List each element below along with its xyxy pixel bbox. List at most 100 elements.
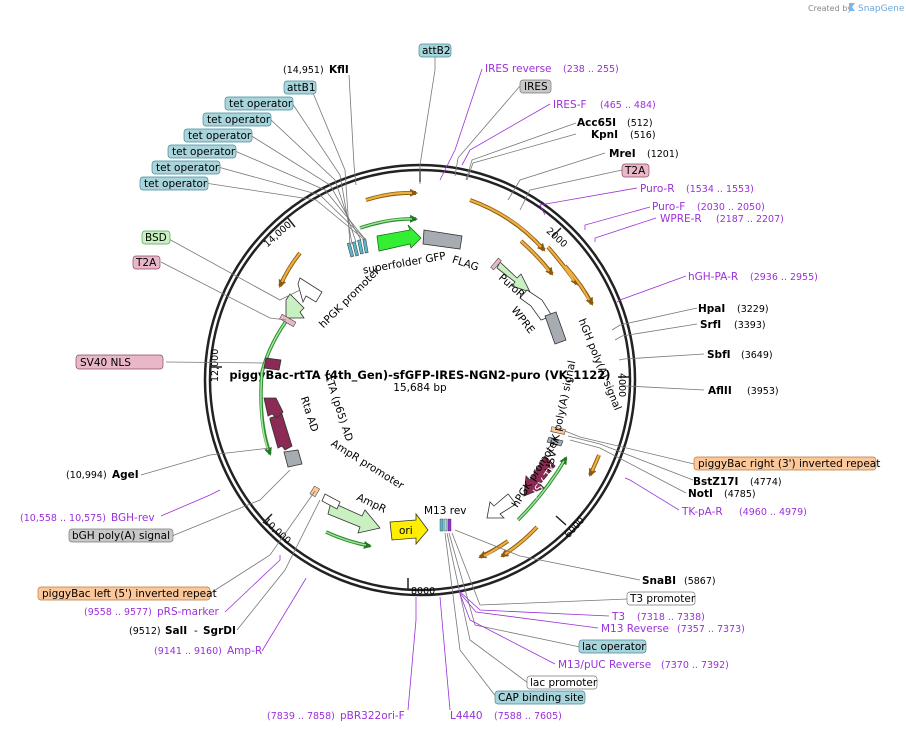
label-pbr322ori-f[interactable]: (7839 .. 7858) pBR322ori-F [267,710,405,722]
label-sali-sgrdi[interactable]: (9512) SalI - SgrDI [129,625,236,637]
label-puro-r[interactable]: Puro-R (1534 .. 1553) [640,183,754,195]
svg-text:(4960 .. 4979): (4960 .. 4979) [739,507,807,518]
feature-hsv-tk-polya [546,436,564,447]
svg-text:(4774): (4774) [750,477,782,488]
feature-wpre [519,289,553,321]
feature-ampr [327,501,381,534]
svg-text:(7839 .. 7858): (7839 .. 7858) [267,711,335,722]
orf-arrow-right-1 [469,198,546,252]
label-tet-operator-4[interactable]: tet operator [167,144,237,159]
tick-10000: 10,000 [261,516,293,546]
svg-text:T2A: T2A [135,257,157,269]
svg-text:HpaI: HpaI [698,303,725,315]
label-attb1[interactable]: attB1 [283,80,317,95]
feat-label-wpre: WPRE [508,304,536,336]
label-tk-pa-r[interactable]: TK-pA-R (4960 .. 4979) [681,506,807,518]
feat-label-flag: FLAG [451,254,481,274]
label-bgh-rev[interactable]: (10,558 .. 10,575) BGH-rev [20,512,155,524]
label-t2a-right[interactable]: T2A [621,163,650,178]
feat-label-m13rev: M13 rev [424,505,467,517]
label-m13-reverse[interactable]: M13 Reverse (7357 .. 7373) [601,623,745,635]
label-noti[interactable]: NotI (4785) [688,488,756,500]
label-acc65i[interactable]: Acc65I (512) [577,117,653,129]
label-tet-operator-2[interactable]: tet operator [202,112,272,127]
svg-text:(3229): (3229) [737,304,769,315]
label-snabi[interactable]: SnaBI (5867) [642,575,716,587]
label-pb-left[interactable]: piggyBac left (5') inverted repeat [37,586,217,601]
svg-text:KflI: KflI [329,64,349,76]
green-arcs-fill [260,218,565,546]
svg-text:SbfI: SbfI [707,349,731,361]
label-sv40-nls[interactable]: SV40 NLS [75,354,164,370]
label-lac-operator[interactable]: lac operator [578,639,647,654]
label-tet-operator-5[interactable]: tet operator [151,160,221,175]
svg-text:BGH-rev: BGH-rev [111,512,155,524]
svg-text:AflII: AflII [708,385,732,397]
feature-puror-start [490,257,502,271]
svg-text:tet operator: tet operator [229,98,293,110]
svg-text:(3393): (3393) [734,320,766,331]
svg-text:SrfI: SrfI [700,319,721,331]
feature-rta-ad [269,413,293,451]
feature-rttA-p65 [263,397,284,419]
feature-bsd [297,277,323,304]
feature-superfolder-gfp [376,224,422,252]
svg-text:L4440: L4440 [450,710,483,722]
feature-flag [422,229,463,250]
label-cap-binding-site[interactable]: CAP binding site [494,690,586,705]
label-kfli[interactable]: (14,951) KflI [283,64,349,76]
label-kpni[interactable]: KpnI (516) [591,129,656,141]
svg-text:AgeI: AgeI [112,469,139,481]
label-tet-operator-3[interactable]: tet operator [183,128,253,143]
svg-text:pBR322ori-F: pBR322ori-F [340,710,405,722]
label-ires-reverse[interactable]: IRES reverse (238 .. 255) [485,63,619,75]
feature-m13-lac-cluster [439,518,452,532]
label-tet-operator-1[interactable]: tet operator [224,96,294,111]
svg-text:IRES reverse: IRES reverse [485,63,552,75]
svg-text:attB2: attB2 [422,45,451,57]
label-ires[interactable]: IRES [519,79,552,94]
label-pb-right[interactable]: piggyBac right (3') inverted repeat [693,456,880,471]
svg-text:(516): (516) [630,130,656,141]
label-bstz17i[interactable]: BstZ17I (4774) [693,476,782,488]
label-bgh-polya[interactable]: bGH poly(A) signal [68,528,174,543]
label-agei[interactable]: (10,994) AgeI [66,469,139,481]
label-m13-puc-reverse[interactable]: M13/pUC Reverse (7370 .. 7392) [558,659,729,671]
svg-text:BstZ17I: BstZ17I [693,476,738,488]
label-l4440[interactable]: L4440 (7588 .. 7605) [450,710,562,722]
svg-text:(1534 .. 1553): (1534 .. 1553) [686,184,754,195]
label-attb2[interactable]: attB2 [418,43,452,58]
label-mrei[interactable]: MreI (1201) [609,148,679,160]
feature-hpgk-promoter-left [285,293,305,319]
svg-text:(2936 .. 2955): (2936 .. 2955) [750,272,818,283]
label-puro-f[interactable]: Puro-F (2030 .. 2050) [652,201,765,213]
feature-hgh-polya [544,311,567,345]
svg-text:BSD: BSD [145,232,167,244]
svg-text:T2A: T2A [624,165,646,177]
label-aflii[interactable]: AflII (3953) [708,385,779,397]
label-sbfi[interactable]: SbfI (3649) [707,349,773,361]
label-srfi[interactable]: SrfI (3393) [700,319,766,331]
svg-text:TK-pA-R: TK-pA-R [681,506,723,518]
label-bsd[interactable]: BSD [141,230,171,245]
label-prs-marker[interactable]: (9558 .. 9577) pRS-marker [84,606,220,618]
label-amp-r[interactable]: (9141 .. 9160) Amp-R [154,645,262,657]
svg-text:hGH-PA-R: hGH-PA-R [688,271,738,283]
svg-text:(10,558 .. 10,575): (10,558 .. 10,575) [20,513,106,524]
label-t2a-left[interactable]: T2A [132,255,161,270]
label-hpai[interactable]: HpaI (3229) [698,303,769,315]
svg-text:M13 Reverse: M13 Reverse [601,623,669,635]
label-lac-promoter[interactable]: lac promoter [526,675,598,690]
feature-tet-operators [346,238,369,258]
label-tet-operator-6[interactable]: tet operator [139,176,209,191]
label-hgh-pa-r[interactable]: hGH-PA-R (2936 .. 2955) [688,271,818,283]
svg-text:(512): (512) [627,118,653,129]
label-t3[interactable]: T3 (7318 .. 7338) [611,611,705,623]
svg-text:(7318 .. 7338): (7318 .. 7338) [637,612,705,623]
svg-text:Amp-R: Amp-R [227,645,262,657]
svg-text:tet operator: tet operator [172,146,236,158]
label-ires-f[interactable]: IRES-F (465 .. 484) [553,99,656,111]
label-wpre-r[interactable]: WPRE-R (2187 .. 2207) [660,213,784,225]
label-t3-promoter[interactable]: T3 promoter [626,591,696,606]
svg-text:(3953): (3953) [747,386,779,397]
